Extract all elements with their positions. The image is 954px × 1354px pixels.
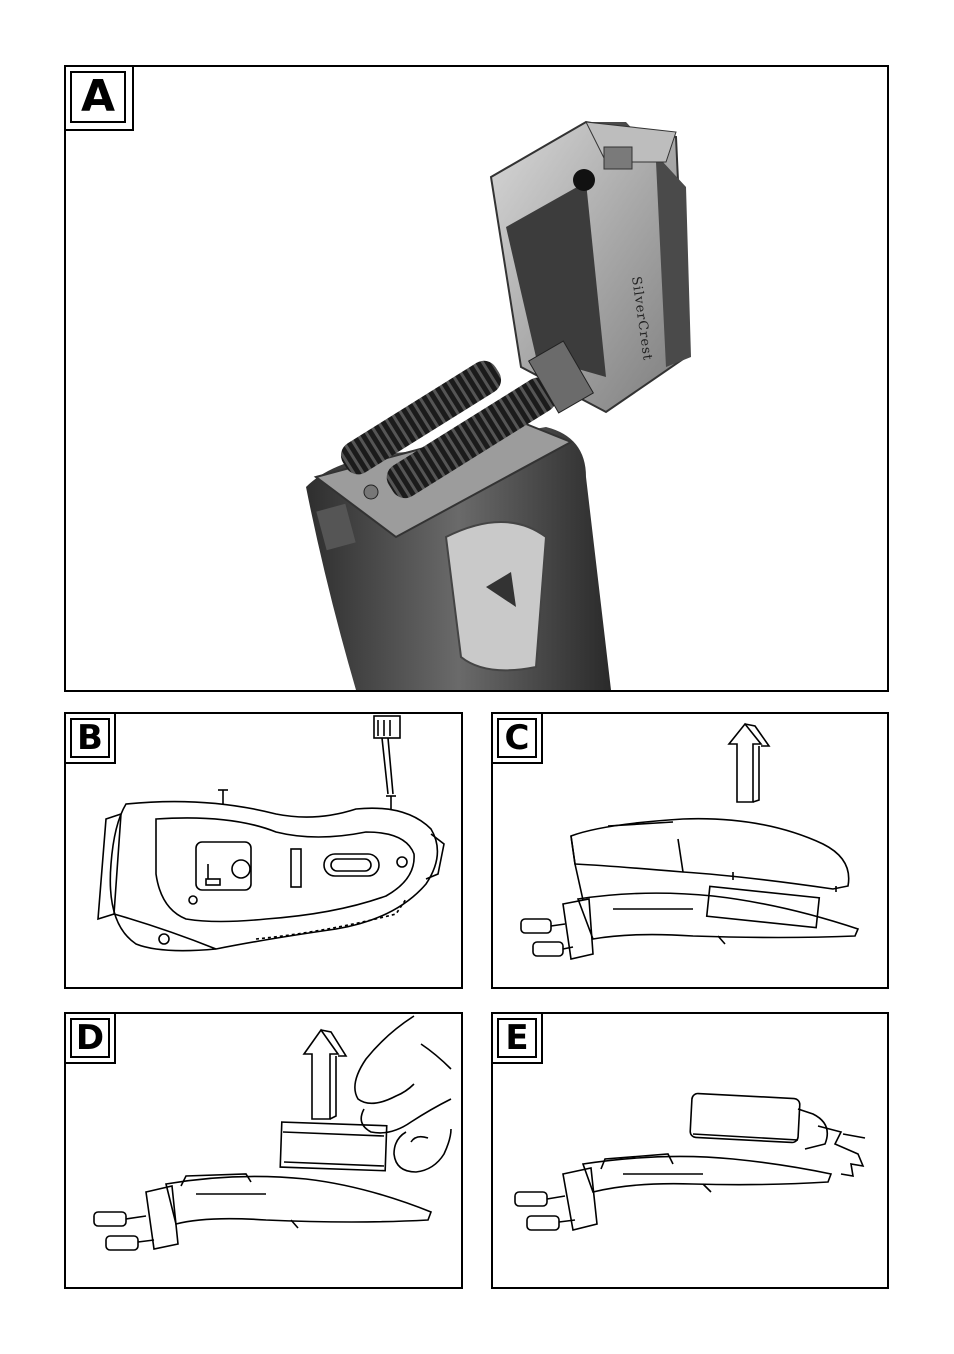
figure-panel-d: D	[64, 1012, 463, 1289]
figure-panel-c: C	[491, 712, 889, 989]
figure-panel-a: A	[64, 65, 889, 692]
panel-label-a: A	[64, 65, 134, 131]
lift-housing-drawing	[493, 714, 887, 987]
panel-label-d: D	[64, 1012, 116, 1064]
panel-label-b: B	[64, 712, 116, 764]
remove-battery-drawing	[66, 1014, 461, 1287]
panel-label-c: C	[491, 712, 543, 764]
figure-panel-b: B	[64, 712, 463, 989]
remove-screws-drawing	[66, 714, 461, 987]
panel-label-e: E	[491, 1012, 543, 1064]
figure-panel-e: E	[491, 1012, 889, 1289]
battery-removed-drawing	[493, 1014, 887, 1287]
shaver-open-head-photo: SilverCrest	[66, 67, 887, 690]
